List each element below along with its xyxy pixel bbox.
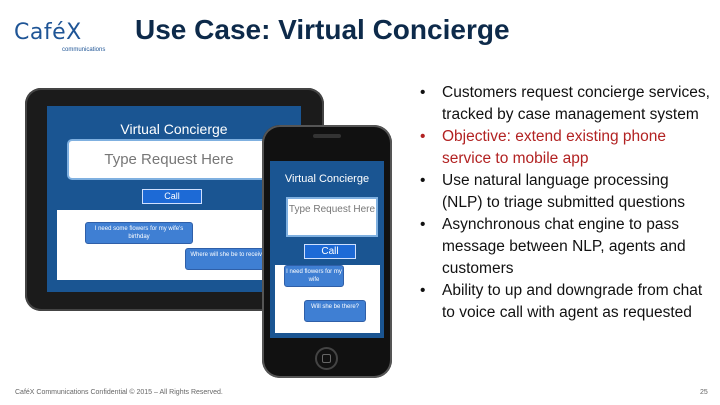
- slide-title: Use Case: Virtual Concierge: [135, 14, 510, 45]
- tablet-screen: Virtual Concierge Type Request Here Call…: [47, 106, 301, 292]
- phone-call-button[interactable]: Call: [304, 244, 356, 259]
- bullet-dot: •: [420, 282, 426, 299]
- phone-request-input[interactable]: Type Request Here: [288, 199, 376, 235]
- phone-chat-message-user: I need flowers for my wife: [284, 265, 344, 287]
- bullet-item: •Ability to up and downgrade from chat t…: [420, 282, 703, 321]
- bullet-item: •Customers request concierge services, t…: [420, 84, 710, 123]
- logo-x: X: [66, 20, 82, 45]
- phone-speaker: [313, 134, 341, 138]
- tablet-request-input[interactable]: Type Request Here: [69, 141, 269, 178]
- cafex-logo: CaféX communications: [14, 20, 105, 54]
- bullet-item: •Use natural language processing (NLP) t…: [420, 172, 685, 211]
- phone-app-title: Virtual Concierge: [284, 173, 370, 185]
- footer-confidential: CaféX Communications Confidential © 2015…: [15, 389, 223, 396]
- phone-home-button[interactable]: [315, 347, 338, 370]
- logo-text: Café: [14, 20, 67, 45]
- bullet-dot: •: [420, 128, 426, 145]
- bullet-item-highlight: •Objective: extend existing phone servic…: [420, 128, 667, 167]
- bullet-item: •Asynchronous chat engine to pass messag…: [420, 216, 686, 277]
- bullet-dot: •: [420, 172, 426, 189]
- tablet-chat-message-user: I need some flowers for my wife's birthd…: [85, 222, 193, 244]
- page-number: 25: [700, 389, 708, 396]
- bullet-dot: •: [420, 216, 426, 233]
- phone-device: Virtual Concierge Type Request Here Call…: [262, 125, 392, 378]
- home-icon: [322, 354, 331, 363]
- logo-subtext: communications: [62, 47, 106, 53]
- tablet-call-button[interactable]: Call: [142, 189, 202, 204]
- tablet-app-title: Virtual Concierge: [120, 121, 228, 137]
- phone-chat-message-agent: Will she be there?: [304, 300, 366, 322]
- bullet-list: •Customers request concierge services, t…: [420, 82, 710, 324]
- bullet-dot: •: [420, 84, 426, 101]
